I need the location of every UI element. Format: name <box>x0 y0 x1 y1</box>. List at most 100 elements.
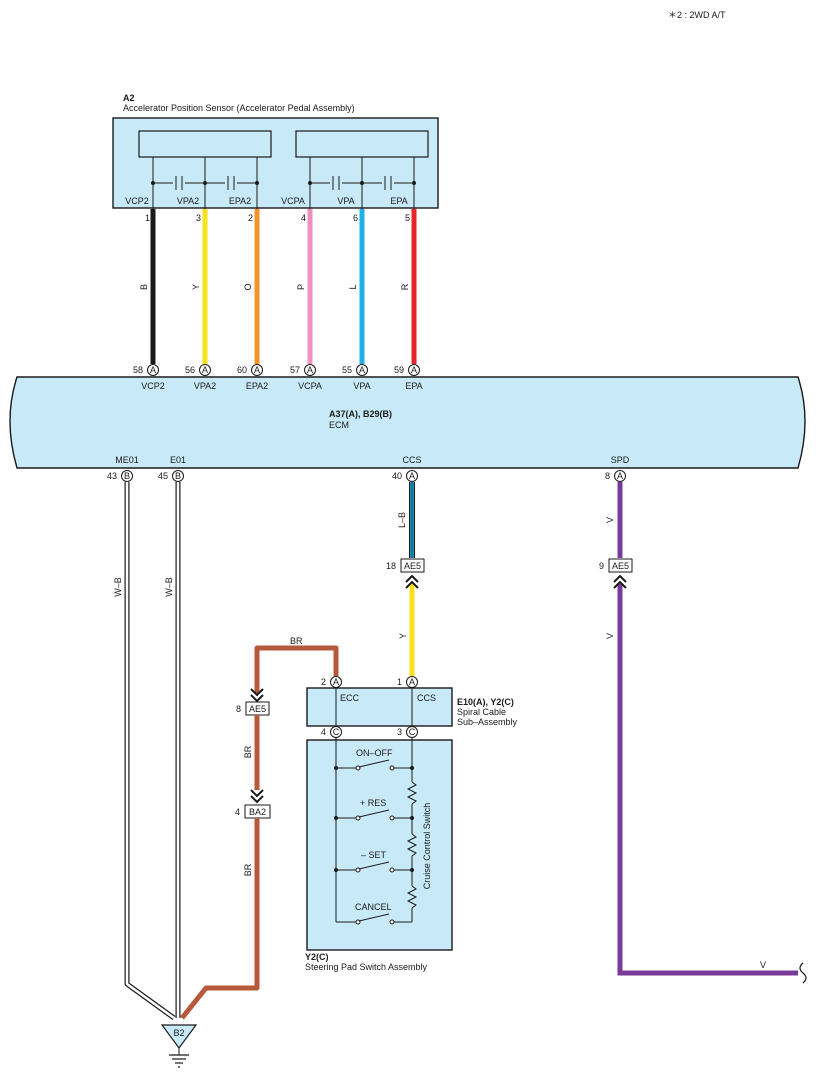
spiral-code: E10(A), Y2(C) <box>457 697 514 707</box>
svg-text:B: B <box>175 471 181 481</box>
spiral-bottom-terminal: C <box>330 726 342 738</box>
sensor-pin-label: VCP2 <box>125 196 149 206</box>
ecm-bottom-pin-number: 43 <box>107 471 117 481</box>
svg-text:A: A <box>307 365 313 375</box>
connector-ba2: BA2 <box>244 804 271 819</box>
wire-me01 <box>124 482 176 1021</box>
wire-color-code: P <box>296 284 306 290</box>
spiral-pin-number: 3 <box>397 727 402 737</box>
svg-text:A: A <box>409 471 415 481</box>
ecm-bottom-pin-number: 40 <box>392 471 402 481</box>
spiral-pin-label: CCS <box>417 693 436 703</box>
svg-text:A: A <box>254 365 260 375</box>
sensor-pin-number: 4 <box>301 213 306 223</box>
wire-color-code: B <box>139 284 149 290</box>
wire-color-code: V <box>760 960 766 970</box>
sensor-pin-number: 2 <box>248 213 253 223</box>
steering-switch-circuit <box>334 738 418 925</box>
spiral-name: Sub–Assembly <box>457 717 518 727</box>
wire-color-code: V <box>605 517 615 523</box>
connector-pin-number: 9 <box>599 561 604 571</box>
note-text: ＊2 : 2WD A/T <box>668 10 726 20</box>
sensor-pin-number: 1 <box>145 213 150 223</box>
sensor-internal-circuit <box>151 157 416 210</box>
svg-text:AE5: AE5 <box>404 561 421 571</box>
connector-chevron-icon <box>250 789 264 804</box>
wire-br-top <box>254 645 339 694</box>
wire-color-code: V <box>605 633 615 639</box>
spiral-box <box>306 687 453 727</box>
svg-text:B: B <box>124 471 130 481</box>
ecm-bottom-terminal: B <box>121 470 133 482</box>
wire-color-code: BR <box>243 745 253 758</box>
ecm-pin-label: VPA2 <box>194 381 216 391</box>
sensor-pin-number: 5 <box>405 213 410 223</box>
ecm-code: A37(A), B29(B) <box>329 409 392 419</box>
ecm-pin-label: EPA2 <box>246 381 268 391</box>
ecm-top-terminal: A <box>356 364 368 376</box>
wire-break-icon <box>799 962 807 984</box>
ecm-top-terminal: A <box>147 364 159 376</box>
ecm-bottom-terminal: A <box>406 470 418 482</box>
ecm-name: ECM <box>329 420 349 430</box>
sensor-element-left <box>138 130 272 158</box>
sensor-pin-label: EPA2 <box>229 196 251 206</box>
sensor-pin-number: 3 <box>196 213 201 223</box>
ecm-box <box>9 376 806 469</box>
svg-text:B2: B2 <box>173 1028 184 1038</box>
wire-color-code: W–B <box>113 577 123 597</box>
steering-name: Steering Pad Switch Assembly <box>305 962 428 972</box>
spiral-top-terminal: A <box>406 676 418 688</box>
ecm-top-terminal: A <box>304 364 316 376</box>
svg-text:A: A <box>617 471 623 481</box>
svg-text:AE5: AE5 <box>612 561 629 571</box>
sensor-pin-label: EPA <box>390 196 407 206</box>
spiral-name: Spiral Cable <box>457 707 506 717</box>
switch-label: – SET <box>361 850 387 860</box>
ecm-bottom-pin-label: ME01 <box>115 455 139 465</box>
connector-chevron-icon <box>405 574 419 589</box>
cruise-control-switch-label: Cruise Control Switch <box>422 803 432 890</box>
sensor-pin-number: 6 <box>353 213 358 223</box>
steering-box <box>306 739 453 951</box>
switch-label: CANCEL <box>355 902 392 912</box>
steering-code: Y2(C) <box>305 952 329 962</box>
ecm-pin-number: 59 <box>394 365 404 375</box>
svg-text:C: C <box>409 727 416 737</box>
connector-ae5-br: AE5 <box>245 701 270 716</box>
svg-text:A: A <box>359 365 365 375</box>
wire-color-code: Y <box>398 633 408 639</box>
wire-color-code: BR <box>290 636 303 646</box>
ecm-bottom-pin-number: 8 <box>605 471 610 481</box>
connector-pin-number: 18 <box>386 561 396 571</box>
wire-color-code: W–B <box>164 577 174 597</box>
ecm-bottom-terminal: A <box>614 470 626 482</box>
ecm-pin-label: VCP2 <box>141 381 165 391</box>
ecm-top-terminal: A <box>408 364 420 376</box>
wire-color-code: O <box>243 283 253 290</box>
spiral-bottom-terminal: C <box>406 726 418 738</box>
spiral-top-terminal: A <box>330 676 342 688</box>
ecm-bottom-terminal: B <box>172 470 184 482</box>
wire-spd-lower <box>617 584 798 976</box>
wire-color-code: R <box>400 283 410 290</box>
svg-text:A: A <box>409 677 415 687</box>
ecm-bottom-pin-number: 45 <box>158 471 168 481</box>
switch-label: ON–OFF <box>356 748 393 758</box>
connector-ae5-ccs: AE5 <box>400 558 425 573</box>
connector-chevron-icon <box>613 574 627 589</box>
spiral-pin-number: 1 <box>397 677 402 687</box>
wire-br-low <box>180 818 260 1020</box>
svg-text:A: A <box>150 365 156 375</box>
wire-color-code: Y <box>191 284 201 290</box>
ecm-pin-label: VCPA <box>298 381 322 391</box>
ecm-top-terminal: A <box>199 364 211 376</box>
svg-text:A: A <box>333 677 339 687</box>
sensor-element-right <box>295 130 429 158</box>
ecm-top-terminal: A <box>251 364 263 376</box>
ecm-bottom-pin-label: SPD <box>611 455 630 465</box>
ecm-pin-number: 55 <box>342 365 352 375</box>
spiral-pin-number: 2 <box>321 677 326 687</box>
ecm-pin-number: 57 <box>290 365 300 375</box>
